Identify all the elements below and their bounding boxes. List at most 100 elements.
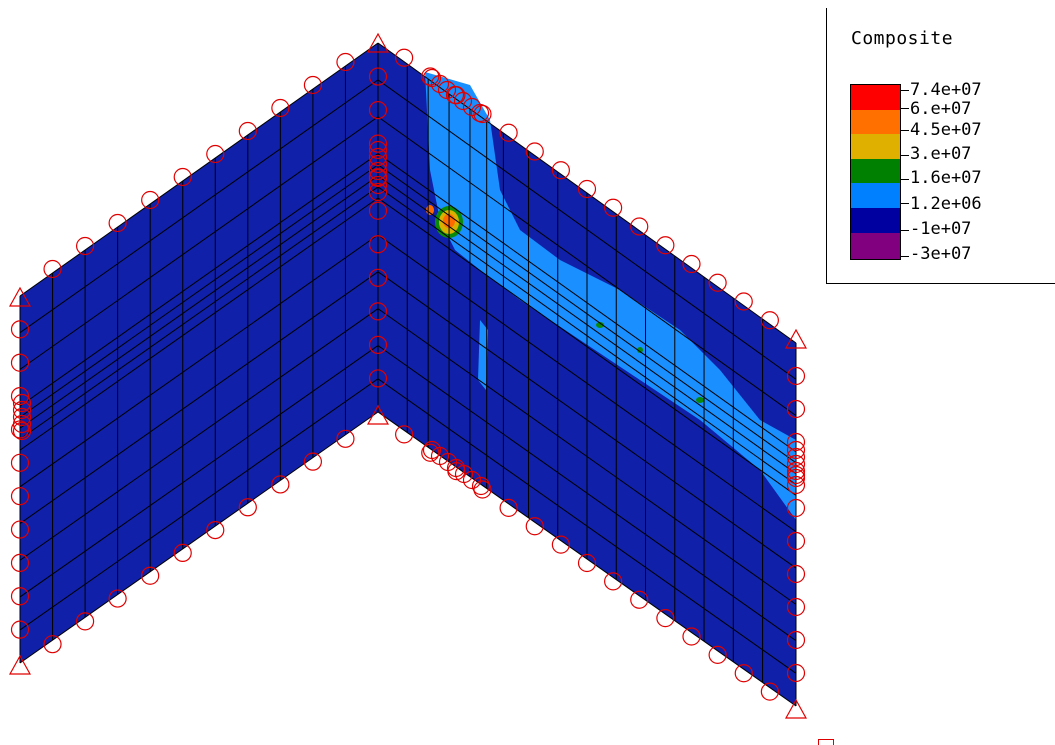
support-circle-marker xyxy=(368,147,388,167)
mesh-line xyxy=(19,271,379,524)
support-circle-marker xyxy=(238,498,257,517)
support-circle-marker xyxy=(604,198,623,217)
mesh-line xyxy=(19,42,379,297)
support-circle-marker xyxy=(786,454,806,474)
support-circle-marker xyxy=(368,182,388,202)
legend-tick xyxy=(901,90,909,91)
support-circle-marker xyxy=(786,475,806,495)
support-circle-marker xyxy=(12,407,32,427)
support-circle-marker xyxy=(10,353,30,372)
mesh-line xyxy=(19,308,379,561)
mesh-line xyxy=(377,197,797,496)
support-circle-marker xyxy=(271,475,290,494)
legend-tick xyxy=(901,155,909,156)
support-circle-marker xyxy=(577,179,597,199)
support-circle-marker xyxy=(368,369,388,388)
legend-panel xyxy=(826,8,1055,284)
support-circle-marker xyxy=(10,553,30,573)
legend-swatch xyxy=(851,85,901,110)
mesh-line xyxy=(19,186,379,440)
support-circle-marker xyxy=(368,235,388,254)
mesh-line xyxy=(377,164,797,464)
support-circle-marker xyxy=(786,564,806,584)
mesh-line xyxy=(19,175,379,429)
support-circle-marker xyxy=(470,103,490,123)
legend-label: 7.4e+07 xyxy=(910,80,982,100)
legend-label: 6.e+07 xyxy=(910,99,972,119)
support-triangle-marker xyxy=(784,698,808,719)
support-circle-marker xyxy=(786,432,806,452)
support-circle-marker xyxy=(760,311,779,330)
support-circle-marker xyxy=(10,520,30,539)
support-circle-marker xyxy=(395,425,414,444)
support-circle-marker xyxy=(656,236,675,255)
legend-tick xyxy=(901,108,909,109)
legend-swatch xyxy=(851,159,901,183)
support-circle-marker xyxy=(421,67,440,86)
support-circle-marker xyxy=(473,480,492,499)
support-circle-marker xyxy=(10,487,30,506)
legend-swatch xyxy=(851,208,901,233)
left-wall-panel xyxy=(20,43,378,663)
support-circle-marker xyxy=(786,468,806,488)
legend-label: 1.6e+07 xyxy=(910,168,982,188)
support-circle-marker xyxy=(708,645,727,664)
mesh-line xyxy=(377,79,797,380)
mesh-line xyxy=(19,164,379,418)
support-circle-marker xyxy=(303,452,323,471)
support-circle-marker xyxy=(173,167,192,187)
legend-swatch xyxy=(851,134,901,159)
support-circle-marker xyxy=(10,620,30,639)
mesh-line xyxy=(377,234,797,533)
legend-label: 3.e+07 xyxy=(910,144,972,164)
support-circle-marker xyxy=(551,161,570,180)
legend-tick xyxy=(901,230,909,231)
mesh-line xyxy=(377,378,797,674)
support-circle-marker xyxy=(551,535,570,554)
support-circle-marker xyxy=(786,399,806,419)
support-triangle-marker xyxy=(784,328,808,349)
support-circle-marker xyxy=(786,366,806,386)
support-circle-marker xyxy=(43,259,62,279)
legend-label: -1e+07 xyxy=(910,219,972,239)
support-circle-marker xyxy=(368,154,388,174)
legend-label: 4.5e+07 xyxy=(910,120,982,140)
support-circle-marker xyxy=(368,268,388,287)
legend-label: 1.2e+06 xyxy=(910,194,982,214)
support-triangle-marker xyxy=(366,404,390,425)
support-circle-marker xyxy=(577,553,597,573)
support-circle-marker xyxy=(368,302,388,321)
legend-swatch xyxy=(851,233,901,259)
support-circle-marker xyxy=(786,498,806,518)
support-circle-marker xyxy=(786,630,806,650)
support-circle-marker xyxy=(238,121,257,141)
support-circle-marker xyxy=(786,597,806,617)
mesh-line xyxy=(19,153,379,407)
mesh-line xyxy=(19,79,379,334)
support-circle-marker xyxy=(421,443,440,462)
support-circle-marker xyxy=(786,663,806,683)
mesh-line xyxy=(19,197,379,451)
mesh-line xyxy=(19,116,379,370)
support-circle-marker xyxy=(786,447,806,467)
support-circle-marker xyxy=(786,440,806,460)
support-circle-marker xyxy=(708,273,727,292)
axis-marker xyxy=(818,739,834,745)
mesh-line xyxy=(377,153,797,453)
support-circle-marker xyxy=(12,421,32,441)
legend-swatch xyxy=(851,183,901,208)
legend-swatch xyxy=(851,110,901,134)
support-circle-marker xyxy=(368,175,388,195)
mesh-line xyxy=(377,308,797,605)
mesh-line xyxy=(19,411,379,664)
support-circle-marker xyxy=(734,664,753,683)
legend-tick xyxy=(901,256,909,257)
support-circle-marker xyxy=(271,98,290,118)
support-circle-marker xyxy=(786,461,806,481)
support-circle-marker xyxy=(471,476,491,496)
support-circle-marker xyxy=(786,531,806,551)
support-circle-marker xyxy=(75,612,95,631)
support-circle-marker xyxy=(12,393,32,413)
support-circle-marker xyxy=(682,254,701,274)
support-circle-marker xyxy=(336,52,355,72)
